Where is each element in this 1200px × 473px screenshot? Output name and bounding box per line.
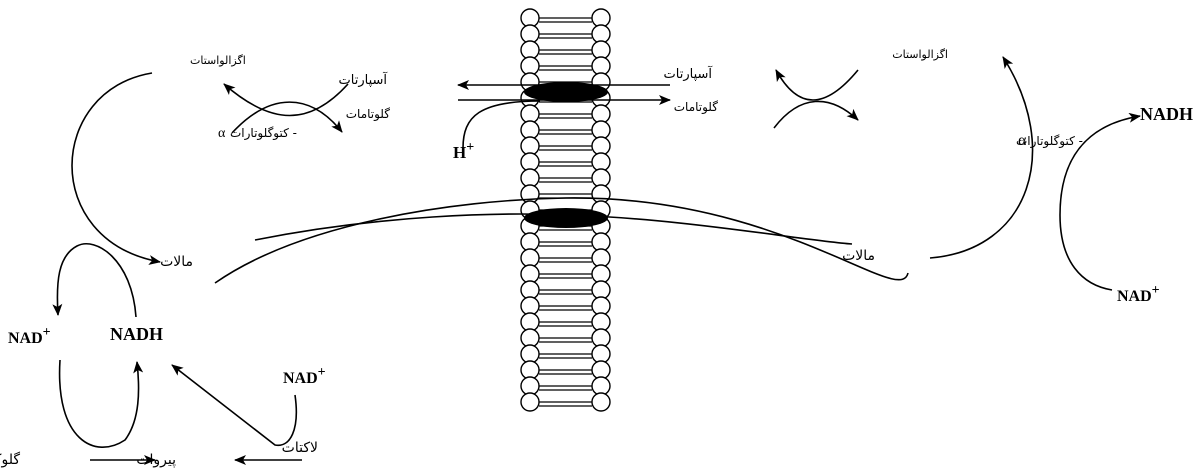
lipid-head — [520, 280, 540, 300]
proton-import-arrow — [462, 100, 541, 149]
mito-glutamate-label: گلوتامات — [674, 100, 719, 115]
mito-aspartate-label: آسپارتات — [664, 65, 714, 82]
mito-alpha-label: α — [1018, 132, 1027, 149]
lipid-head — [591, 328, 611, 348]
cyto-nad-left-label: NAD+ — [8, 325, 51, 347]
lipid-head — [591, 360, 611, 380]
mito-malate-label: مالات — [842, 248, 875, 264]
lipid-head — [591, 392, 611, 412]
lipid-head — [591, 264, 611, 284]
cyto-alpha-label: α — [218, 126, 226, 141]
lipid-head — [520, 312, 540, 332]
malate-to-oxaloacetate-arrow — [929, 56, 1034, 259]
lipid-head — [520, 248, 540, 268]
lipid-head — [591, 344, 611, 364]
mito-ketoglutarate-label: - کتوگلوتارات — [1016, 134, 1083, 149]
mito-nad-to-nadh-arrow — [1059, 112, 1141, 291]
lipid-head — [520, 344, 540, 364]
glycolysis-nad-loop — [58, 359, 144, 449]
lipid-head — [520, 328, 540, 348]
lipid-head — [520, 40, 540, 60]
lipid-head — [591, 296, 611, 316]
mito-glutamate-arrow — [773, 100, 859, 129]
oxaloacetate-to-malate-arrow — [71, 72, 161, 265]
mito-nadh-label: NADH — [1140, 104, 1193, 124]
proton-label: H+ — [453, 140, 474, 162]
lipid-head — [520, 376, 540, 396]
cyto-nadh-nad-loop — [52, 243, 137, 318]
mito-nad-label: NAD+ — [1117, 283, 1160, 305]
mitochondrial-inner-membrane — [520, 8, 611, 412]
ketoglutarate-export-arrow — [214, 197, 909, 284]
lipid-head — [520, 24, 540, 44]
cyto-ketoglutarate-label: - کتوگلوتارات — [230, 126, 297, 141]
cyto-oxaloacetate-label: اگزالواستات — [190, 54, 246, 67]
lipid-head — [591, 24, 611, 44]
antiporter-aspartate-label: آسپارتات — [339, 71, 389, 88]
cyto-nad-right-label: NAD+ — [283, 365, 326, 387]
lipid-head — [520, 296, 540, 316]
mito-aspartate-arrow — [775, 69, 859, 101]
lipid-head — [591, 40, 611, 60]
cyto-nadh-label: NADH — [110, 324, 163, 344]
malate-ketoglutarate-antiporter — [524, 208, 608, 228]
glucose-label: گلوکز — [0, 451, 20, 468]
mito-oxaloacetate-label: اگزالواستات — [892, 48, 948, 61]
aspartate-glutamate-antiporter — [524, 82, 608, 102]
lipid-head — [591, 8, 611, 28]
lipid-head — [591, 248, 611, 268]
lipid-head — [591, 280, 611, 300]
cyto-malate-label: مالات — [160, 254, 193, 270]
lactate-label: لاکتات — [282, 440, 318, 456]
malate-import-arrow — [254, 213, 853, 245]
lipid-head — [591, 376, 611, 396]
lipid-head — [520, 360, 540, 380]
lactate-nad-loop — [171, 364, 298, 447]
pyruvate-label: پیروات — [136, 452, 176, 468]
lipid-head — [591, 312, 611, 332]
lipid-head — [520, 392, 540, 412]
lipid-head — [520, 8, 540, 28]
cyto-ketoglutarate-arrow — [231, 101, 343, 134]
antiporter-glutamate-label: گلوتامات — [346, 107, 391, 122]
lipid-head — [520, 264, 540, 284]
cyto-oxaloacetate-arrow — [223, 83, 349, 117]
